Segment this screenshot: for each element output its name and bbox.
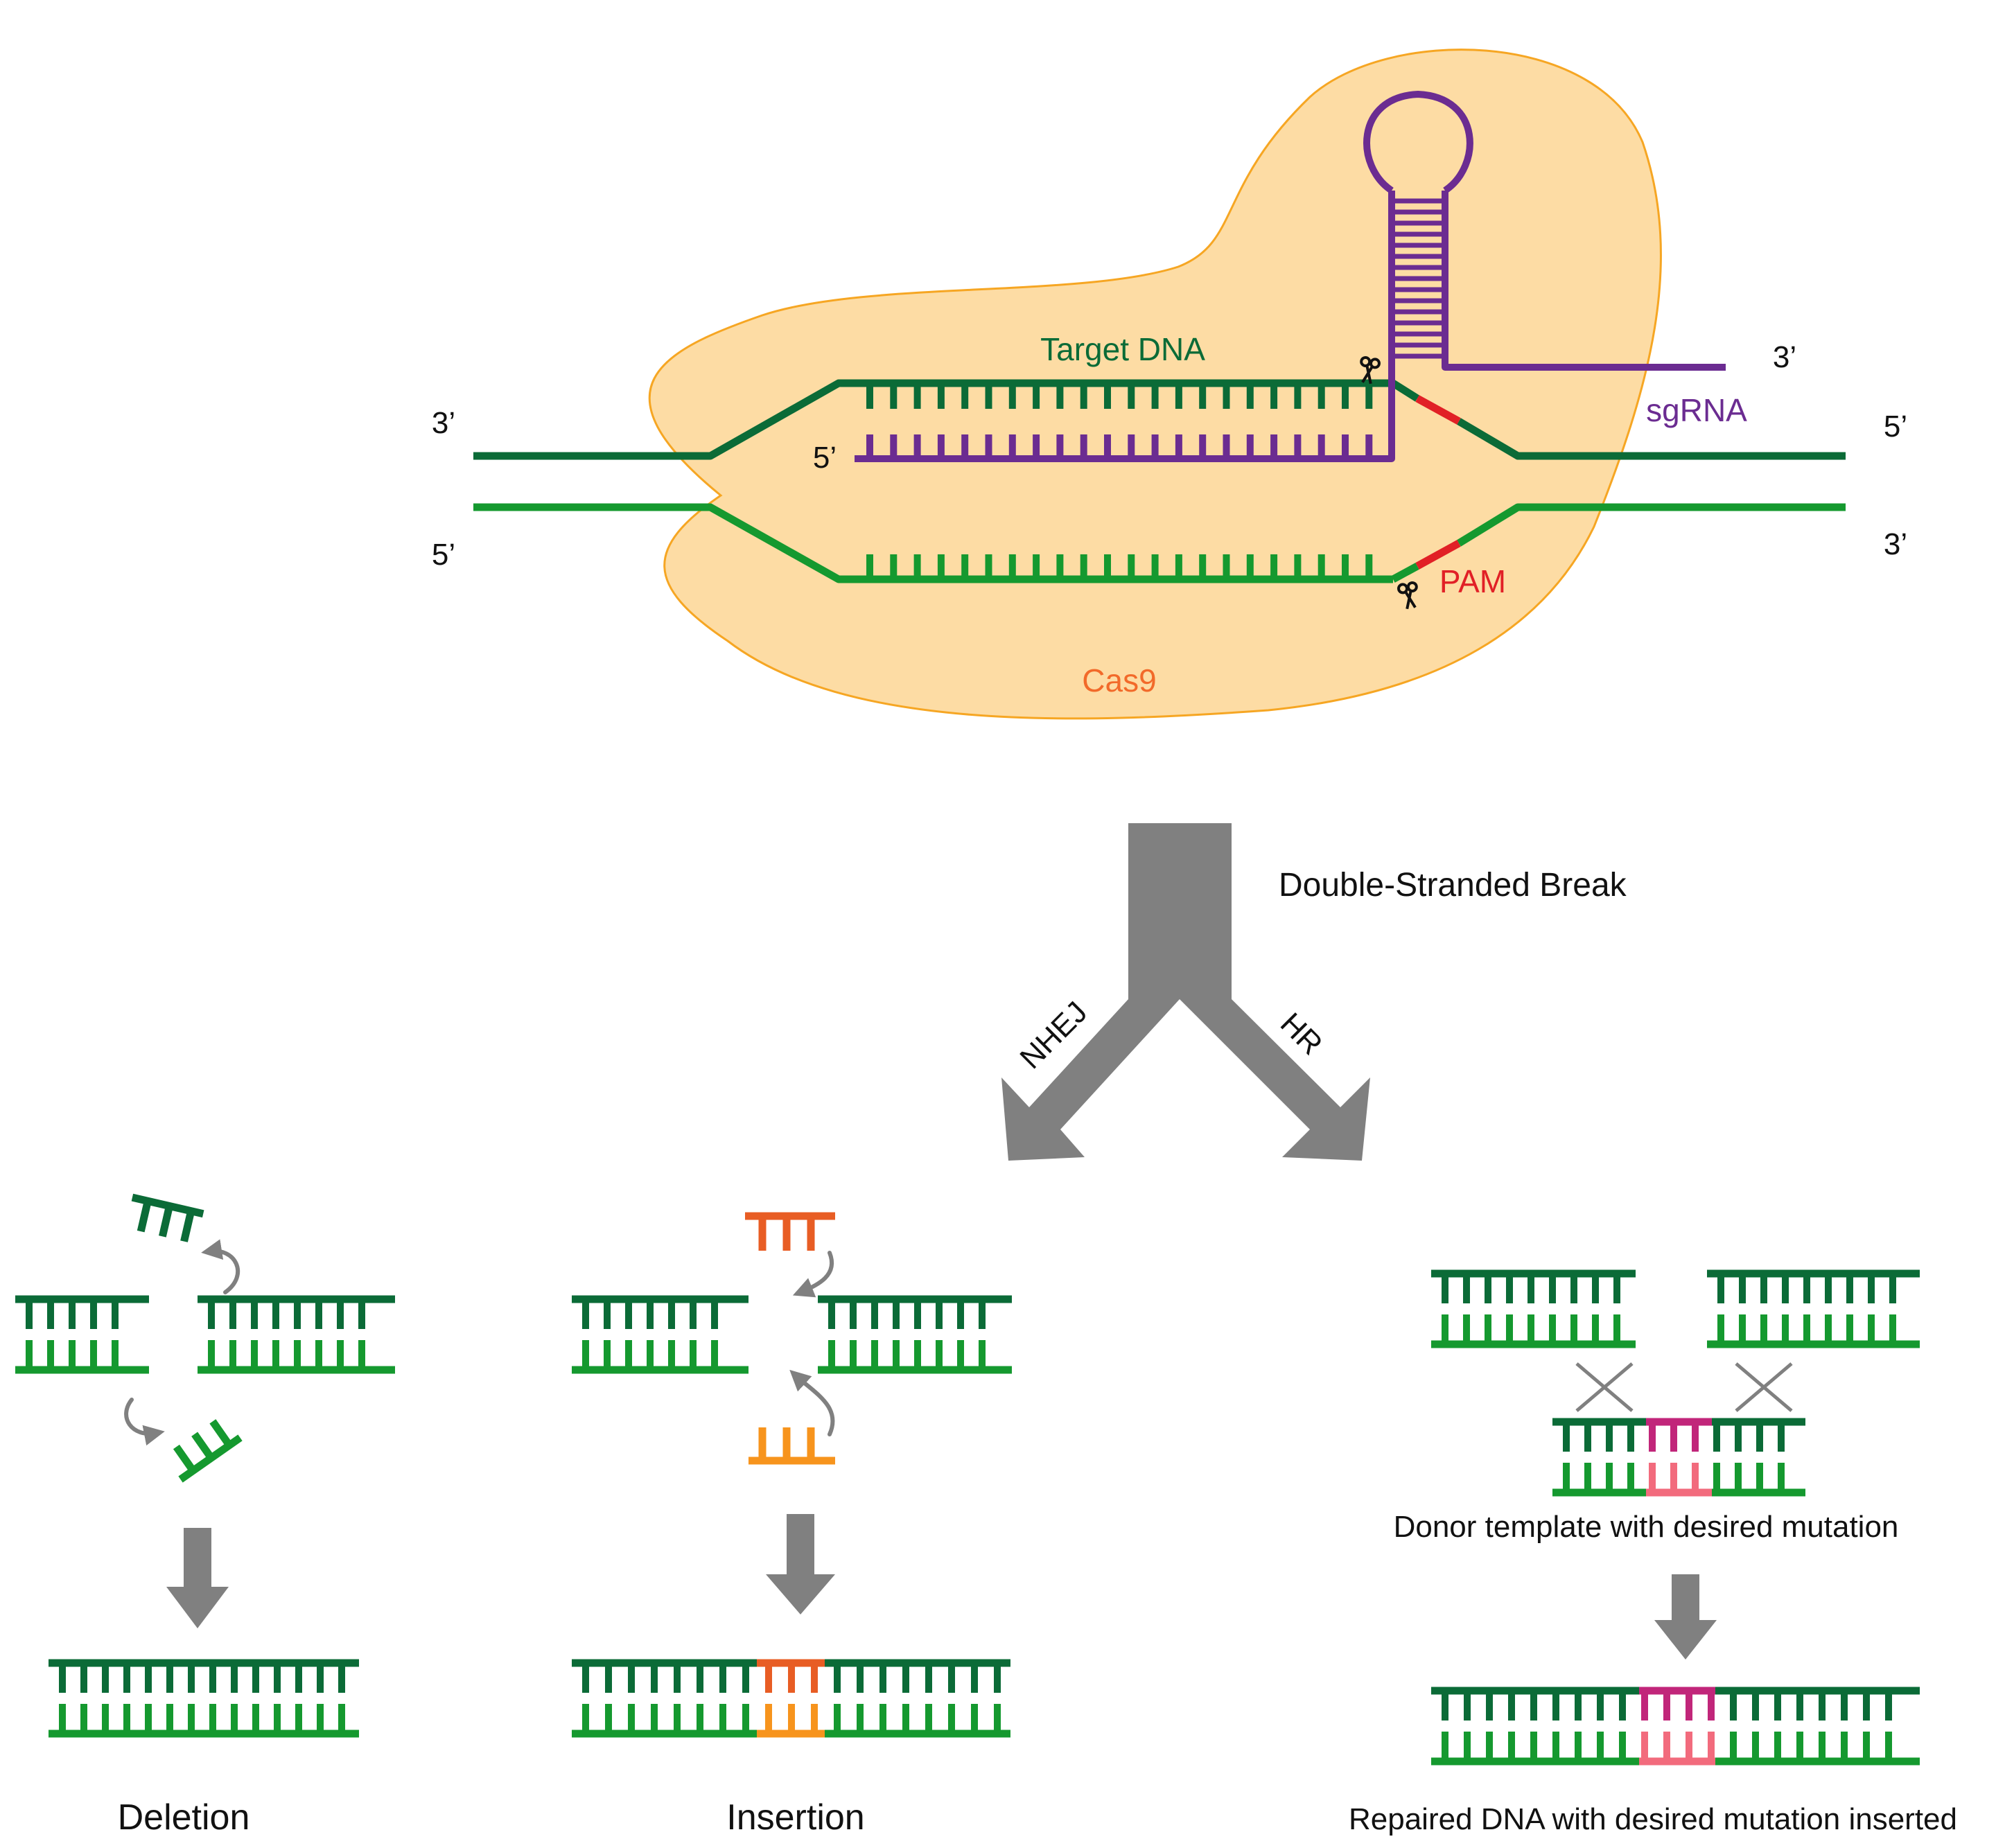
insertion-down-arrow <box>766 1514 835 1614</box>
curved-arrow-icon <box>789 1369 835 1436</box>
insertion-right-segment <box>818 1295 1012 1374</box>
curved-arrow-icon <box>201 1239 240 1294</box>
top-right-5prime-label: 5’ <box>1884 410 1907 443</box>
curved-arrow-icon <box>124 1398 165 1446</box>
target-dna-top-teeth <box>866 383 1373 409</box>
scissors-icon <box>1360 355 1381 385</box>
scissors-icon <box>1397 581 1418 610</box>
pam-bottom-segment <box>1415 540 1461 570</box>
deleted-fragment-top <box>131 1193 204 1242</box>
rna-5prime-label: 5’ <box>813 441 837 475</box>
deletion-down-arrow <box>166 1528 229 1628</box>
hr-down-arrow <box>1654 1574 1717 1660</box>
repair-dna-segments <box>15 1269 1920 1766</box>
target-dna-label: Target DNA <box>1040 331 1205 367</box>
bottom-left-5prime-label: 5’ <box>432 538 455 572</box>
branching-arrow <box>1001 823 1370 1161</box>
target-dna-bottom-teeth <box>866 554 1373 579</box>
target-dna-bottom-strand <box>473 503 1846 583</box>
sgrna-3prime-label: 3’ <box>1773 340 1796 374</box>
donor-template-label: Donor template with desired mutation <box>1394 1510 1899 1544</box>
pam-label: PAM <box>1439 563 1506 599</box>
insertion-label: Insertion <box>726 1797 864 1838</box>
repaired-dna-label: Repaired DNA with desired mutation inser… <box>1349 1802 1957 1836</box>
insertion-left-segment <box>572 1295 748 1374</box>
deletion-right-segment <box>198 1295 395 1374</box>
hr-left-segment <box>1431 1269 1636 1348</box>
deletion-result-segment <box>49 1659 359 1738</box>
top-left-3prime-label: 3’ <box>432 406 455 440</box>
hr-right-segment <box>1707 1269 1920 1348</box>
cas9-label: Cas9 <box>1082 662 1156 698</box>
double-stranded-break-label: Double-Stranded Break <box>1279 867 1627 904</box>
deletion-label: Deletion <box>118 1797 250 1838</box>
sgrna-teeth <box>866 434 1373 459</box>
deleted-fragment-bottom <box>173 1419 243 1483</box>
inserted-fragment-bottom <box>748 1427 835 1465</box>
cross-icon <box>1735 1362 1793 1412</box>
sgrna-stem-loop-rungs <box>1392 198 1445 359</box>
donor-template-segment <box>1552 1418 1805 1497</box>
curved-arrow-icon <box>792 1251 834 1298</box>
pam-top-segment <box>1415 395 1461 425</box>
inserted-fragment-top <box>745 1212 835 1251</box>
bottom-right-3prime-label: 3’ <box>1884 527 1907 561</box>
target-dna-top-strand <box>473 379 1846 460</box>
sgrna-label: sgRNA <box>1646 392 1747 428</box>
insertion-result-segment <box>572 1659 1010 1738</box>
deletion-left-segment <box>15 1295 149 1374</box>
repaired-dna-segment <box>1431 1687 1920 1766</box>
cross-icon <box>1575 1362 1634 1412</box>
